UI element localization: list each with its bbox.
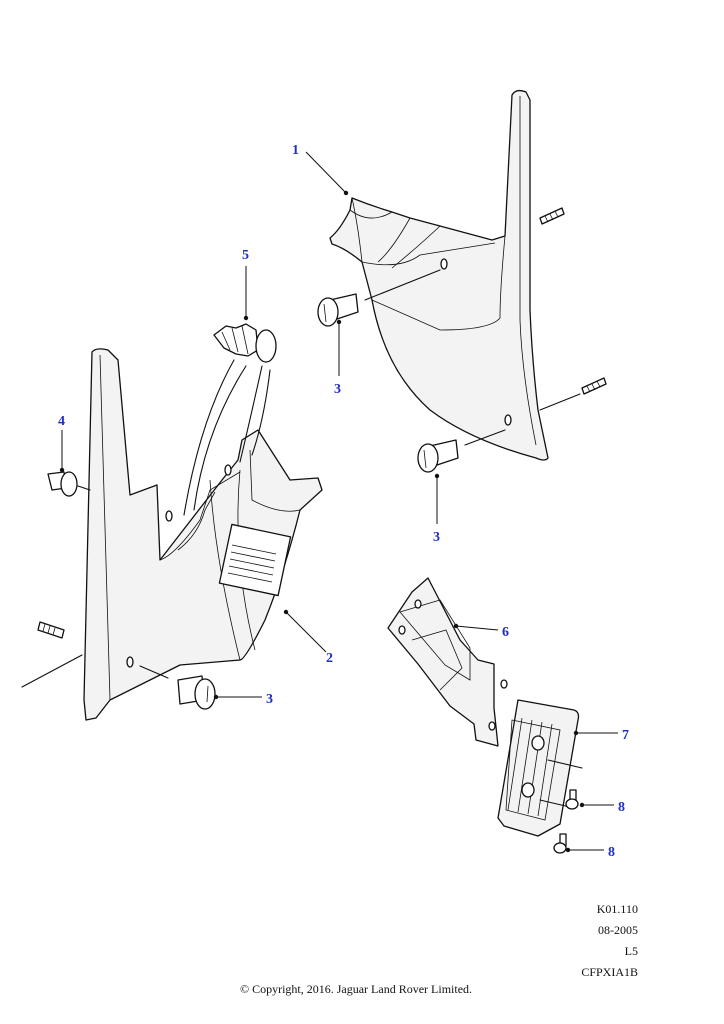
diagram-level: L5 [624, 944, 638, 958]
callout-5: 5 [242, 248, 249, 263]
push-clip-lower [139, 665, 216, 710]
push-clip-upper [317, 269, 441, 327]
grille-slots [227, 544, 277, 583]
callout-8-upper: 8 [618, 800, 625, 815]
callout-4: 4 [58, 414, 65, 429]
diagram-date: 08-2005 [598, 923, 638, 937]
copyright-notice: © Copyright, 2016. Jaguar Land Rover Lim… [239, 982, 473, 996]
stud-middle [539, 377, 607, 411]
callout-3-lower: 3 [266, 692, 273, 707]
fastener [47, 471, 91, 497]
stud-lower [21, 621, 83, 688]
callout-1: 1 [292, 143, 299, 158]
trim-panel-upper [329, 89, 549, 461]
diagram-ref: CFPXIA1B [581, 965, 638, 979]
screw-lower [553, 833, 567, 854]
callout-2: 2 [326, 651, 333, 666]
screw-upper [565, 789, 579, 810]
callout-7: 7 [622, 728, 629, 743]
callout-3-upper: 3 [334, 382, 341, 397]
fir-tree-clip [183, 323, 277, 516]
callout-6: 6 [502, 625, 509, 640]
leader-lines [59, 151, 618, 853]
diagram-code: K01.110 [596, 902, 638, 916]
callout-3-middle: 3 [433, 530, 440, 545]
callout-8-lower: 8 [608, 845, 615, 860]
trim-panel-lower [83, 348, 323, 721]
push-clip-middle [417, 429, 506, 473]
bracket [387, 577, 508, 747]
stud-upper [539, 207, 565, 225]
foot-pad [497, 699, 583, 837]
